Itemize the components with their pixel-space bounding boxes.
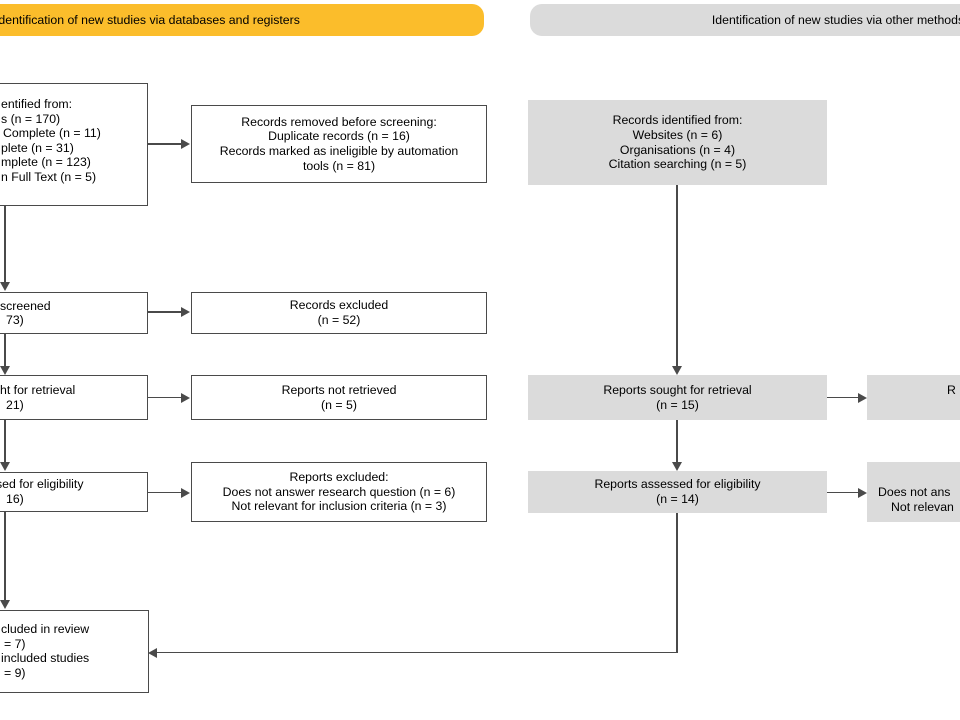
- connector-line: [827, 491, 859, 494]
- box-records-identified-other: Records identified from: Websites (n = 6…: [528, 100, 827, 185]
- box-line: Duplicate records (n = 16): [268, 129, 410, 144]
- connector-line: [156, 651, 678, 654]
- arrow-right-icon: [181, 138, 190, 149]
- box-line: s (n = 170): [1, 112, 61, 126]
- box-line: Not relevant for inclusion criteria (n =…: [231, 499, 447, 514]
- arrow-right-icon: [858, 392, 867, 403]
- banner-other-methods: Identification of new studies via other …: [530, 4, 960, 36]
- connector-line: [148, 491, 182, 494]
- box-records-removed-before-screening: Records removed before screening: Duplic…: [191, 105, 487, 183]
- connector-line: [4, 334, 6, 367]
- connector-line: [676, 513, 678, 653]
- box-line: plete (n = 31): [1, 141, 74, 155]
- box-line: R: [947, 383, 956, 397]
- box-line: (n = 5): [321, 397, 357, 412]
- arrow-right-icon: [181, 487, 190, 498]
- box-line: sed for eligibility: [0, 477, 84, 491]
- box-studies-included-review: [0, 610, 149, 693]
- box-reports-excluded: Reports excluded: Does not answer resear…: [191, 462, 487, 522]
- box-line: Citation searching (n = 5): [608, 157, 747, 172]
- box-line: ht for retrieval: [0, 383, 76, 397]
- box-line: n Full Text (n = 5): [1, 170, 97, 184]
- connector-line: [4, 420, 6, 463]
- arrow-right-icon: [858, 487, 867, 498]
- box-line: mplete (n = 123): [1, 155, 91, 169]
- box-line: = 7): [4, 637, 26, 651]
- box-reports-sought-retrieval: [0, 375, 148, 420]
- box-line: Records removed before screening:: [241, 114, 437, 129]
- box-line: Reports sought for retrieval: [603, 382, 752, 397]
- box-line: included studies: [1, 651, 90, 665]
- box-line: Websites (n = 6): [632, 127, 723, 142]
- box-reports-excluded-other: [867, 462, 960, 522]
- connector-line: [676, 420, 678, 462]
- arrow-right-icon: [181, 307, 190, 317]
- box-line: Does not answer research question (n = 6…: [222, 484, 456, 499]
- box-line: (n = 14): [656, 492, 699, 506]
- box-reports-not-retrieved-other: [867, 375, 960, 420]
- connector-line: [148, 143, 182, 145]
- arrow-down-icon: [672, 462, 682, 471]
- banner-databases-registers-label: Identification of new studies via databa…: [0, 13, 300, 27]
- box-line: tools (n = 81): [302, 158, 376, 173]
- box-line: Not relevan: [891, 500, 954, 514]
- box-records-identified-databases: [0, 83, 148, 206]
- arrow-down-icon: [0, 462, 10, 471]
- box-line: 16): [6, 492, 24, 506]
- box-line: 73): [6, 313, 24, 327]
- connector-line: [676, 185, 678, 366]
- arrow-down-icon: [0, 282, 10, 291]
- box-line: cluded in review: [1, 622, 90, 636]
- box-reports-assessed-other: Reports assessed for eligibility (n = 14…: [528, 471, 827, 513]
- arrow-left-icon: [148, 647, 157, 658]
- box-records-excluded: Records excluded (n = 52): [191, 292, 487, 334]
- box-line: Reports assessed for eligibility: [594, 477, 761, 492]
- banner-other-methods-label: Identification of new studies via other …: [711, 12, 960, 27]
- box-line: Reports not retrieved: [281, 382, 397, 397]
- box-line: entified from:: [1, 97, 73, 111]
- arrow-down-icon: [0, 600, 10, 609]
- box-reports-not-retrieved: Reports not retrieved (n = 5): [191, 375, 487, 420]
- arrow-down-icon: [672, 366, 682, 375]
- box-line: Records identified from:: [612, 113, 743, 128]
- box-line: Reports excluded:: [289, 470, 389, 485]
- box-line: Complete (n = 11): [3, 126, 101, 140]
- connector-line: [148, 311, 182, 313]
- connector-line: [4, 206, 6, 283]
- arrow-down-icon: [0, 366, 10, 375]
- box-line: (n = 52): [317, 313, 361, 327]
- banner-databases-registers: [0, 4, 484, 36]
- arrow-right-icon: [181, 392, 190, 403]
- box-line: (n = 15): [656, 397, 699, 412]
- box-reports-assessed-eligibility: [0, 472, 148, 512]
- connector-line: [4, 512, 6, 601]
- box-records-screened: [0, 292, 148, 334]
- box-line: Organisations (n = 4): [619, 142, 736, 157]
- connector-line: [148, 396, 182, 399]
- box-line: = 9): [4, 666, 26, 680]
- box-line: Does not ans: [878, 485, 951, 499]
- box-reports-sought-other: Reports sought for retrieval (n = 15): [528, 375, 827, 420]
- box-line: Records excluded: [289, 298, 389, 313]
- connector-line: [827, 396, 859, 399]
- box-line: 21): [6, 398, 24, 412]
- box-line: Records marked as ineligible by automati…: [219, 144, 459, 158]
- box-line: screened: [0, 299, 51, 313]
